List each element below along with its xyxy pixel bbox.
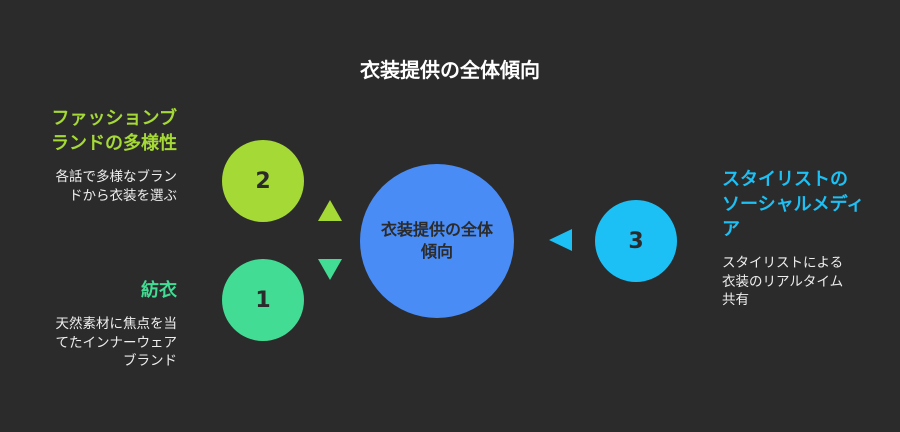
desc-line: 各話で多様なブラン bbox=[55, 169, 178, 185]
desc-line: ドから衣装を選ぶ bbox=[69, 187, 177, 204]
item-heading: ファッションブ ランドの多様性 bbox=[51, 106, 177, 156]
item-heading: 紡衣 bbox=[56, 278, 177, 303]
item-description: 天然素材に焦点を当 てたインナーウェア ブランド bbox=[56, 315, 178, 371]
desc-line: ブランド bbox=[123, 353, 177, 369]
node-number: 3 bbox=[628, 228, 644, 254]
arrow-down-icon bbox=[318, 259, 342, 280]
node-number: 2 bbox=[255, 168, 271, 194]
node-number: 1 bbox=[255, 287, 271, 313]
arrow-up-icon bbox=[318, 200, 342, 221]
node-2: 2 bbox=[222, 140, 304, 222]
heading-line: スタイリストの bbox=[722, 169, 848, 190]
desc-line: 天然素材に焦点を当 bbox=[55, 316, 178, 332]
center-label-line: 傾向 bbox=[420, 242, 453, 261]
item-description: スタイリストによる 衣装のリアルタイム 共有 bbox=[722, 254, 864, 310]
arrow-left-icon bbox=[549, 229, 572, 251]
center-label-line: 衣装提供の全体 bbox=[380, 220, 493, 239]
heading-line: ランドの多様性 bbox=[51, 133, 177, 154]
center-node: 衣装提供の全体 傾向 bbox=[360, 164, 514, 318]
item-description: 各話で多様なブラン ドから衣装を選ぶ bbox=[51, 168, 178, 205]
item-heading: スタイリストの ソーシャルメディ ア bbox=[722, 167, 864, 242]
item-3-text: スタイリストの ソーシャルメディ ア スタイリストによる 衣装のリアルタイム 共… bbox=[722, 167, 864, 310]
desc-line: スタイリストによる bbox=[722, 255, 844, 271]
desc-line: 衣装のリアルタイム bbox=[722, 273, 844, 290]
heading-line: ソーシャルメディ bbox=[722, 194, 865, 215]
heading-line: 紡衣 bbox=[141, 280, 177, 301]
item-1-text: 紡衣 天然素材に焦点を当 てたインナーウェア ブランド bbox=[56, 278, 178, 371]
desc-line: てたインナーウェア bbox=[55, 334, 178, 351]
node-1: 1 bbox=[222, 259, 304, 341]
node-3: 3 bbox=[595, 200, 677, 282]
item-2-text: ファッションブ ランドの多様性 各話で多様なブラン ドから衣装を選ぶ bbox=[51, 106, 177, 205]
diagram-title: 衣装提供の全体傾向 bbox=[360, 58, 540, 82]
heading-line: ファッションブ bbox=[51, 108, 177, 129]
desc-line: 共有 bbox=[722, 292, 749, 308]
heading-line: ア bbox=[722, 219, 740, 240]
